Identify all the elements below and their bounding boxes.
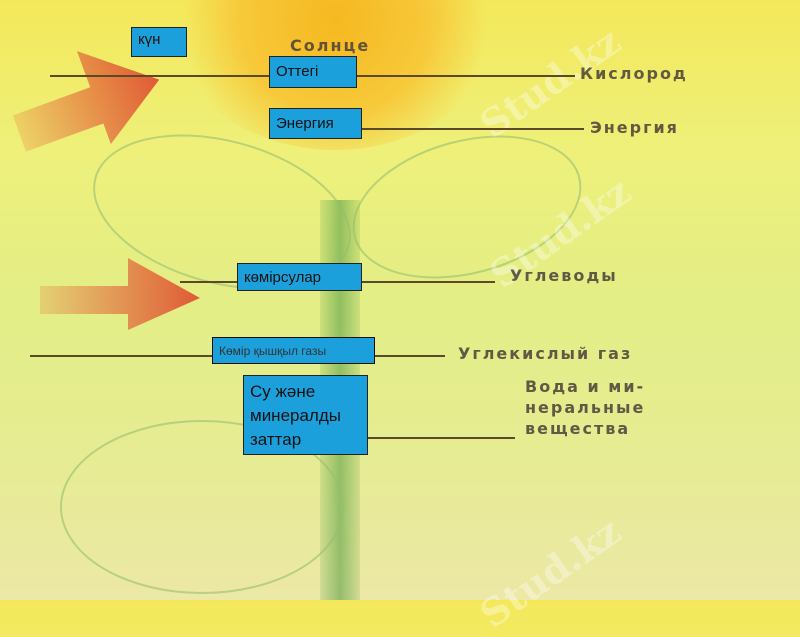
label-ru-carbs: Углеводы — [510, 266, 618, 285]
label-kz-oxygen: Оттегі — [269, 56, 357, 88]
label-kz-co2: Көмір қышқыл газы — [212, 337, 375, 364]
leader-line-water — [368, 437, 515, 439]
plant-roots — [60, 420, 344, 594]
label-ru-energy: Энергия — [590, 118, 679, 137]
label-ru-sun: Солнце — [290, 36, 371, 55]
label-ru-water-line1: Вода и ми- — [525, 377, 646, 396]
label-ru-water-line2: неральные — [525, 398, 646, 417]
watermark: Stud.kz — [471, 508, 629, 637]
label-kz-sun: күн — [131, 27, 187, 57]
label-ru-water: Вода и ми- неральные вещества — [525, 376, 645, 439]
label-kz-water: Су және минералды заттар — [243, 375, 368, 455]
label-ru-oxygen: Кислород — [580, 64, 688, 83]
label-ru-water-line3: вещества — [525, 419, 631, 438]
label-kz-energy: Энергия — [269, 108, 362, 139]
leader-line-energy — [362, 128, 584, 130]
label-ru-co2: Углекислый газ — [458, 344, 633, 363]
label-kz-carbs: көмірсулар — [237, 263, 362, 291]
